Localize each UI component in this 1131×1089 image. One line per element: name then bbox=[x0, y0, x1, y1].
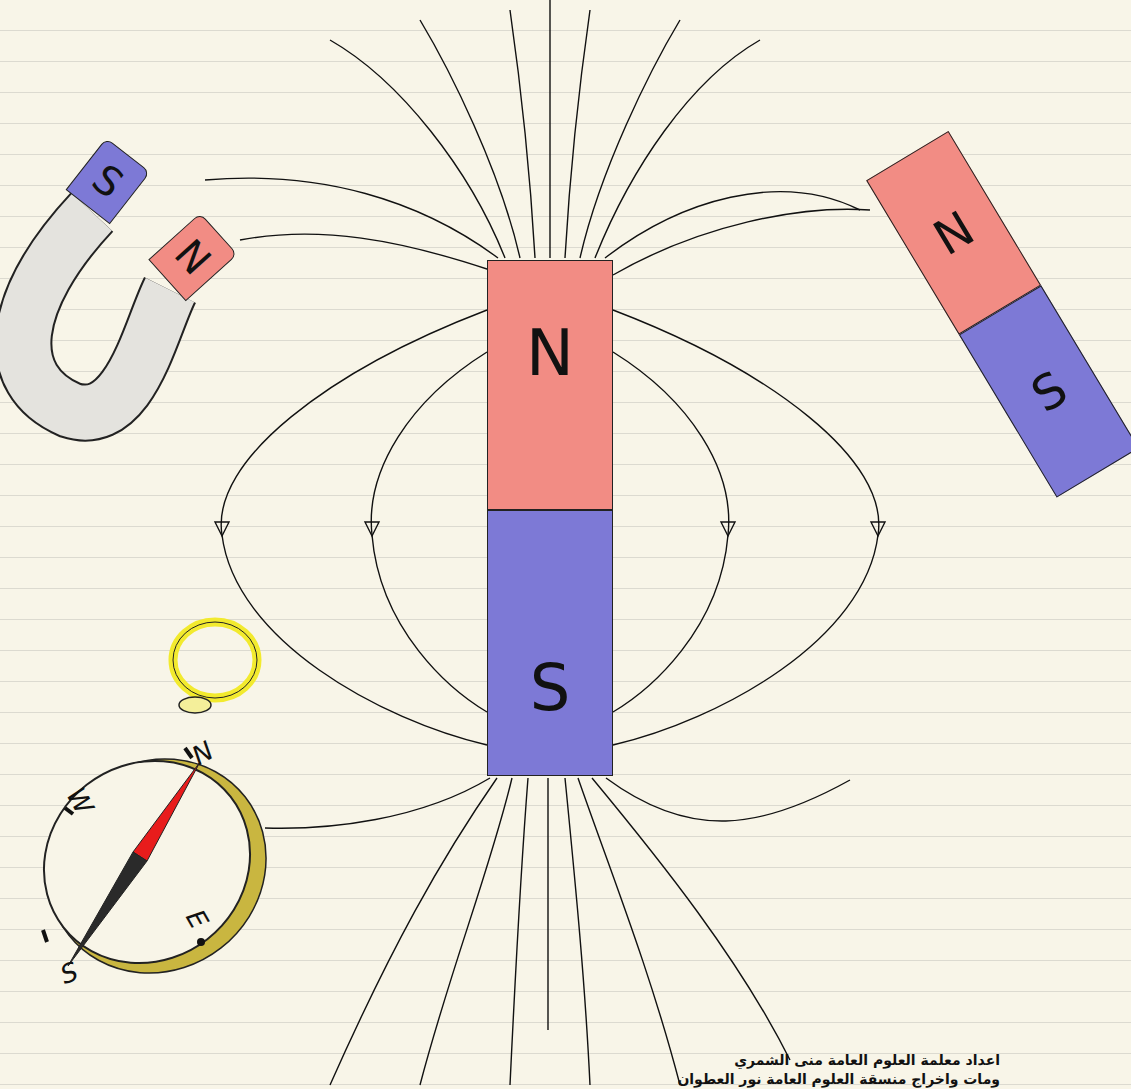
pole-letter: S bbox=[1024, 363, 1075, 420]
bar-magnet-pole: S bbox=[487, 510, 613, 776]
pole-letter: S bbox=[86, 157, 131, 204]
bar-magnet-pole: N bbox=[487, 260, 613, 510]
pole-letter: N bbox=[926, 203, 981, 263]
compass-letter: S bbox=[57, 958, 81, 988]
compass-ring bbox=[173, 622, 257, 698]
pole-letter: N bbox=[526, 321, 574, 385]
horseshoe-body bbox=[23, 212, 170, 413]
credit-note: ومات واخراج منسقة العلوم العامة نور العط… bbox=[677, 1071, 1000, 1087]
magnet-pole: S bbox=[66, 138, 151, 224]
pole-letter: N bbox=[168, 232, 218, 281]
magnet-pole: N bbox=[148, 213, 237, 301]
credit-note: اعداد معلمة العلوم العامة منى الشمري bbox=[734, 1052, 1000, 1068]
compass: NWES bbox=[25, 730, 275, 992]
pole-letter: S bbox=[530, 656, 571, 720]
compass-body bbox=[25, 730, 275, 992]
